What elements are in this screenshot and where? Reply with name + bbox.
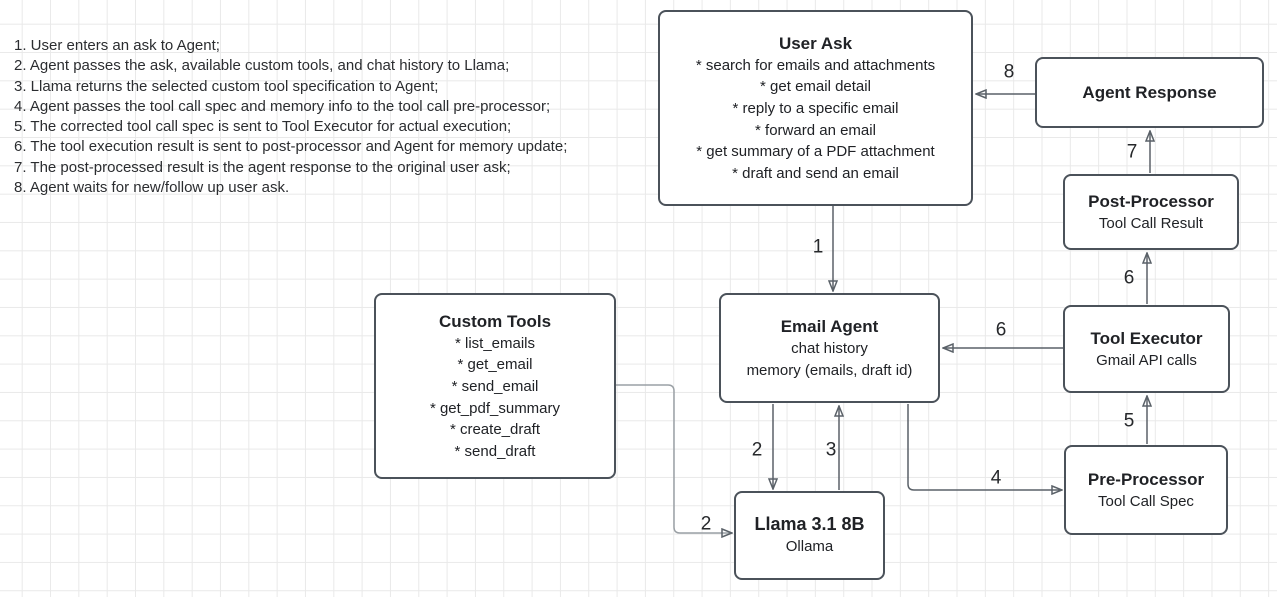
- node-subtitle: Gmail API calls: [1096, 351, 1197, 369]
- node-title: User Ask: [778, 33, 853, 53]
- node-item: * forward an email: [755, 121, 876, 139]
- flow-step: 3. Llama returns the selected custom too…: [14, 77, 439, 95]
- flow-step: 8. Agent waits for new/follow up user as…: [14, 179, 290, 197]
- node-agent-response[interactable]: Agent Response: [1035, 57, 1264, 128]
- node-item: * get email detail: [760, 78, 871, 96]
- node-post-processor[interactable]: Post-Processor Tool Call Result: [1063, 174, 1239, 250]
- edge-email-agent-to-pre-processor: [907, 404, 1062, 490]
- node-item: * search for emails and attachments: [695, 56, 936, 74]
- node-title: Custom Tools: [438, 311, 552, 331]
- node-tool-executor[interactable]: Tool Executor Gmail API calls: [1063, 305, 1230, 393]
- node-title: Llama 3.1 8B: [754, 514, 865, 535]
- node-subtitle: Tool Call Result: [1098, 214, 1204, 232]
- flow-step: 2. Agent passes the ask, available custo…: [14, 57, 510, 75]
- node-item: * create_draft: [449, 421, 541, 439]
- node-llama[interactable]: Llama 3.1 8B Ollama: [734, 491, 885, 580]
- node-title: Pre-Processor: [1087, 469, 1205, 489]
- edge-label-step6-agent: 6: [995, 319, 1007, 341]
- edge-label-step2-agent: 2: [751, 439, 763, 461]
- node-item: * list_emails: [454, 334, 536, 352]
- node-title: Tool Executor: [1090, 328, 1203, 348]
- flow-step: 5. The corrected tool call spec is sent …: [14, 118, 512, 136]
- edge-label-step4: 4: [990, 467, 1002, 489]
- node-user-ask[interactable]: User Ask * search for emails and attachm…: [658, 10, 973, 206]
- edge-label-step3: 3: [825, 439, 837, 461]
- flow-step: 1. User enters an ask to Agent;: [14, 37, 220, 54]
- node-line: chat history: [791, 339, 868, 357]
- node-item: * get summary of a PDF attachment: [696, 143, 935, 161]
- flow-step: 6. The tool execution result is sent to …: [14, 138, 568, 156]
- node-item: * get_email: [457, 356, 533, 374]
- edge-custom-tools-to-llama: [616, 384, 732, 533]
- edge-label-step8: 8: [1003, 61, 1015, 83]
- node-item: * send_email: [451, 377, 539, 395]
- node-item: * send_draft: [454, 442, 536, 460]
- edge-label-step6-post: 6: [1123, 267, 1135, 289]
- flow-description: 1. User enters an ask to Agent; 2. Agent…: [14, 36, 654, 198]
- node-subtitle: Tool Call Spec: [1098, 492, 1194, 510]
- node-title: Post-Processor: [1088, 191, 1214, 211]
- flow-step: 4. Agent passes the tool call spec and m…: [14, 97, 551, 115]
- node-pre-processor[interactable]: Pre-Processor Tool Call Spec: [1064, 445, 1228, 535]
- node-item: * get_pdf_summary: [429, 399, 561, 417]
- node-item: * reply to a specific email: [732, 99, 899, 117]
- edge-label-step7: 7: [1126, 141, 1138, 163]
- edge-label-step5: 5: [1123, 410, 1135, 432]
- edge-label-step1: 1: [812, 236, 824, 258]
- node-subtitle: Ollama: [785, 538, 834, 556]
- flow-step: 7. The post-processed result is the agen…: [14, 158, 511, 176]
- node-custom-tools[interactable]: Custom Tools * list_emails * get_email *…: [374, 293, 616, 479]
- node-line: memory (emails, draft id): [746, 361, 913, 379]
- node-email-agent[interactable]: Email Agent chat history memory (emails,…: [719, 293, 940, 403]
- edge-label-step2-tools: 2: [700, 513, 712, 535]
- node-title: Email Agent: [780, 316, 879, 336]
- node-title: Agent Response: [1082, 83, 1217, 102]
- node-item: * draft and send an email: [732, 164, 899, 182]
